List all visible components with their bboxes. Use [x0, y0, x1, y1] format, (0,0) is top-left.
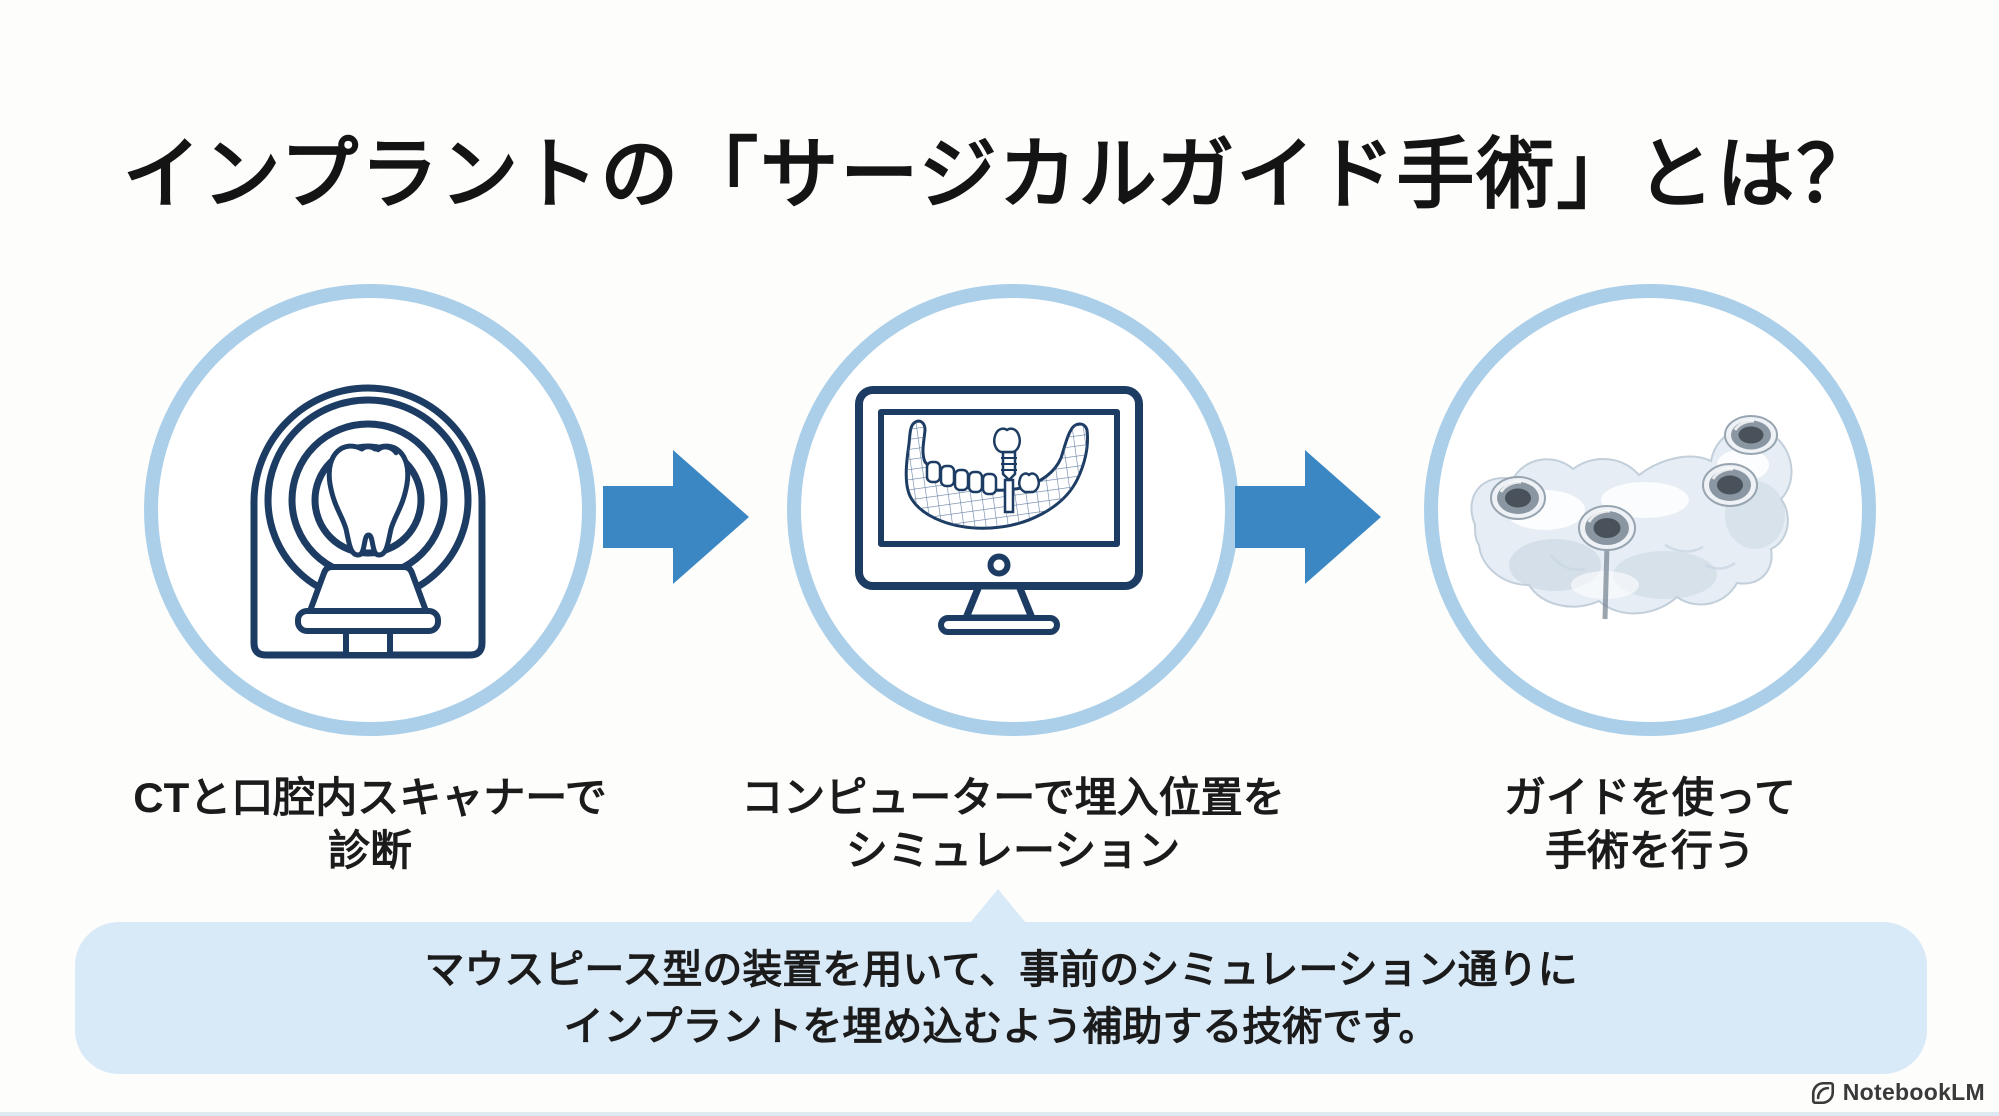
arrow-right-icon: [1235, 450, 1381, 584]
molar-tooth: [1017, 472, 1041, 494]
step-caption-ct-diagnosis: CTと口腔内スキャナーで 診断: [60, 772, 680, 878]
callout-text-line2: インプラントを埋め込むよう補助する技術です。: [563, 1004, 1439, 1049]
notebooklm-watermark: NotebookLM: [1810, 1079, 1985, 1106]
arrow-right-icon: [603, 450, 749, 584]
guide-pin: [1602, 544, 1610, 620]
notebooklm-label: NotebookLM: [1842, 1079, 1985, 1105]
notebooklm-logo-icon: [1811, 1081, 1834, 1104]
jaw-wireframe: [904, 419, 1089, 530]
caption-line: 手術を行う: [1544, 826, 1755, 874]
ct-scanner-tooth-icon: [250, 384, 486, 659]
page-title: インプラントの「サージカルガイド手術」とは？: [122, 130, 1877, 218]
slide-bottom-edge: [0, 1112, 1999, 1116]
tooth-icon: [326, 443, 411, 558]
teeth-row: [925, 460, 998, 496]
callout-tail: [970, 889, 1026, 923]
callout-text-line1: マウスピース型の装置を用いて、事前のシミュレーション通りに: [424, 947, 1578, 992]
caption-line: シミュレーション: [845, 826, 1181, 874]
metal-sleeve: [1490, 476, 1546, 520]
caption-line: 診断: [327, 826, 412, 874]
patient-table: [307, 564, 429, 614]
caption-line: ガイドを使って: [1504, 774, 1796, 821]
monitor-jaw-implant-simulation-icon: [855, 386, 1143, 635]
transparent-surgical-guide-photo: [1470, 415, 1793, 620]
caption-line: コンピューターで埋入位置を: [741, 774, 1285, 821]
metal-sleeve: [1702, 463, 1758, 507]
callout-bubble: マウスピース型の装置を用いて、事前のシミュレーション通りに インプラントを埋め込…: [75, 889, 1927, 1074]
caption-line: CTと口腔内スキャナーで: [133, 774, 607, 821]
metal-sleeve: [1578, 505, 1636, 551]
step-caption-guided-surgery: ガイドを使って 手術を行う: [1340, 772, 1960, 878]
metal-sleeve: [1724, 415, 1778, 455]
step-caption-simulation: コンピューターで埋入位置を シミュレーション: [703, 772, 1323, 878]
implant-icon: [993, 427, 1021, 514]
